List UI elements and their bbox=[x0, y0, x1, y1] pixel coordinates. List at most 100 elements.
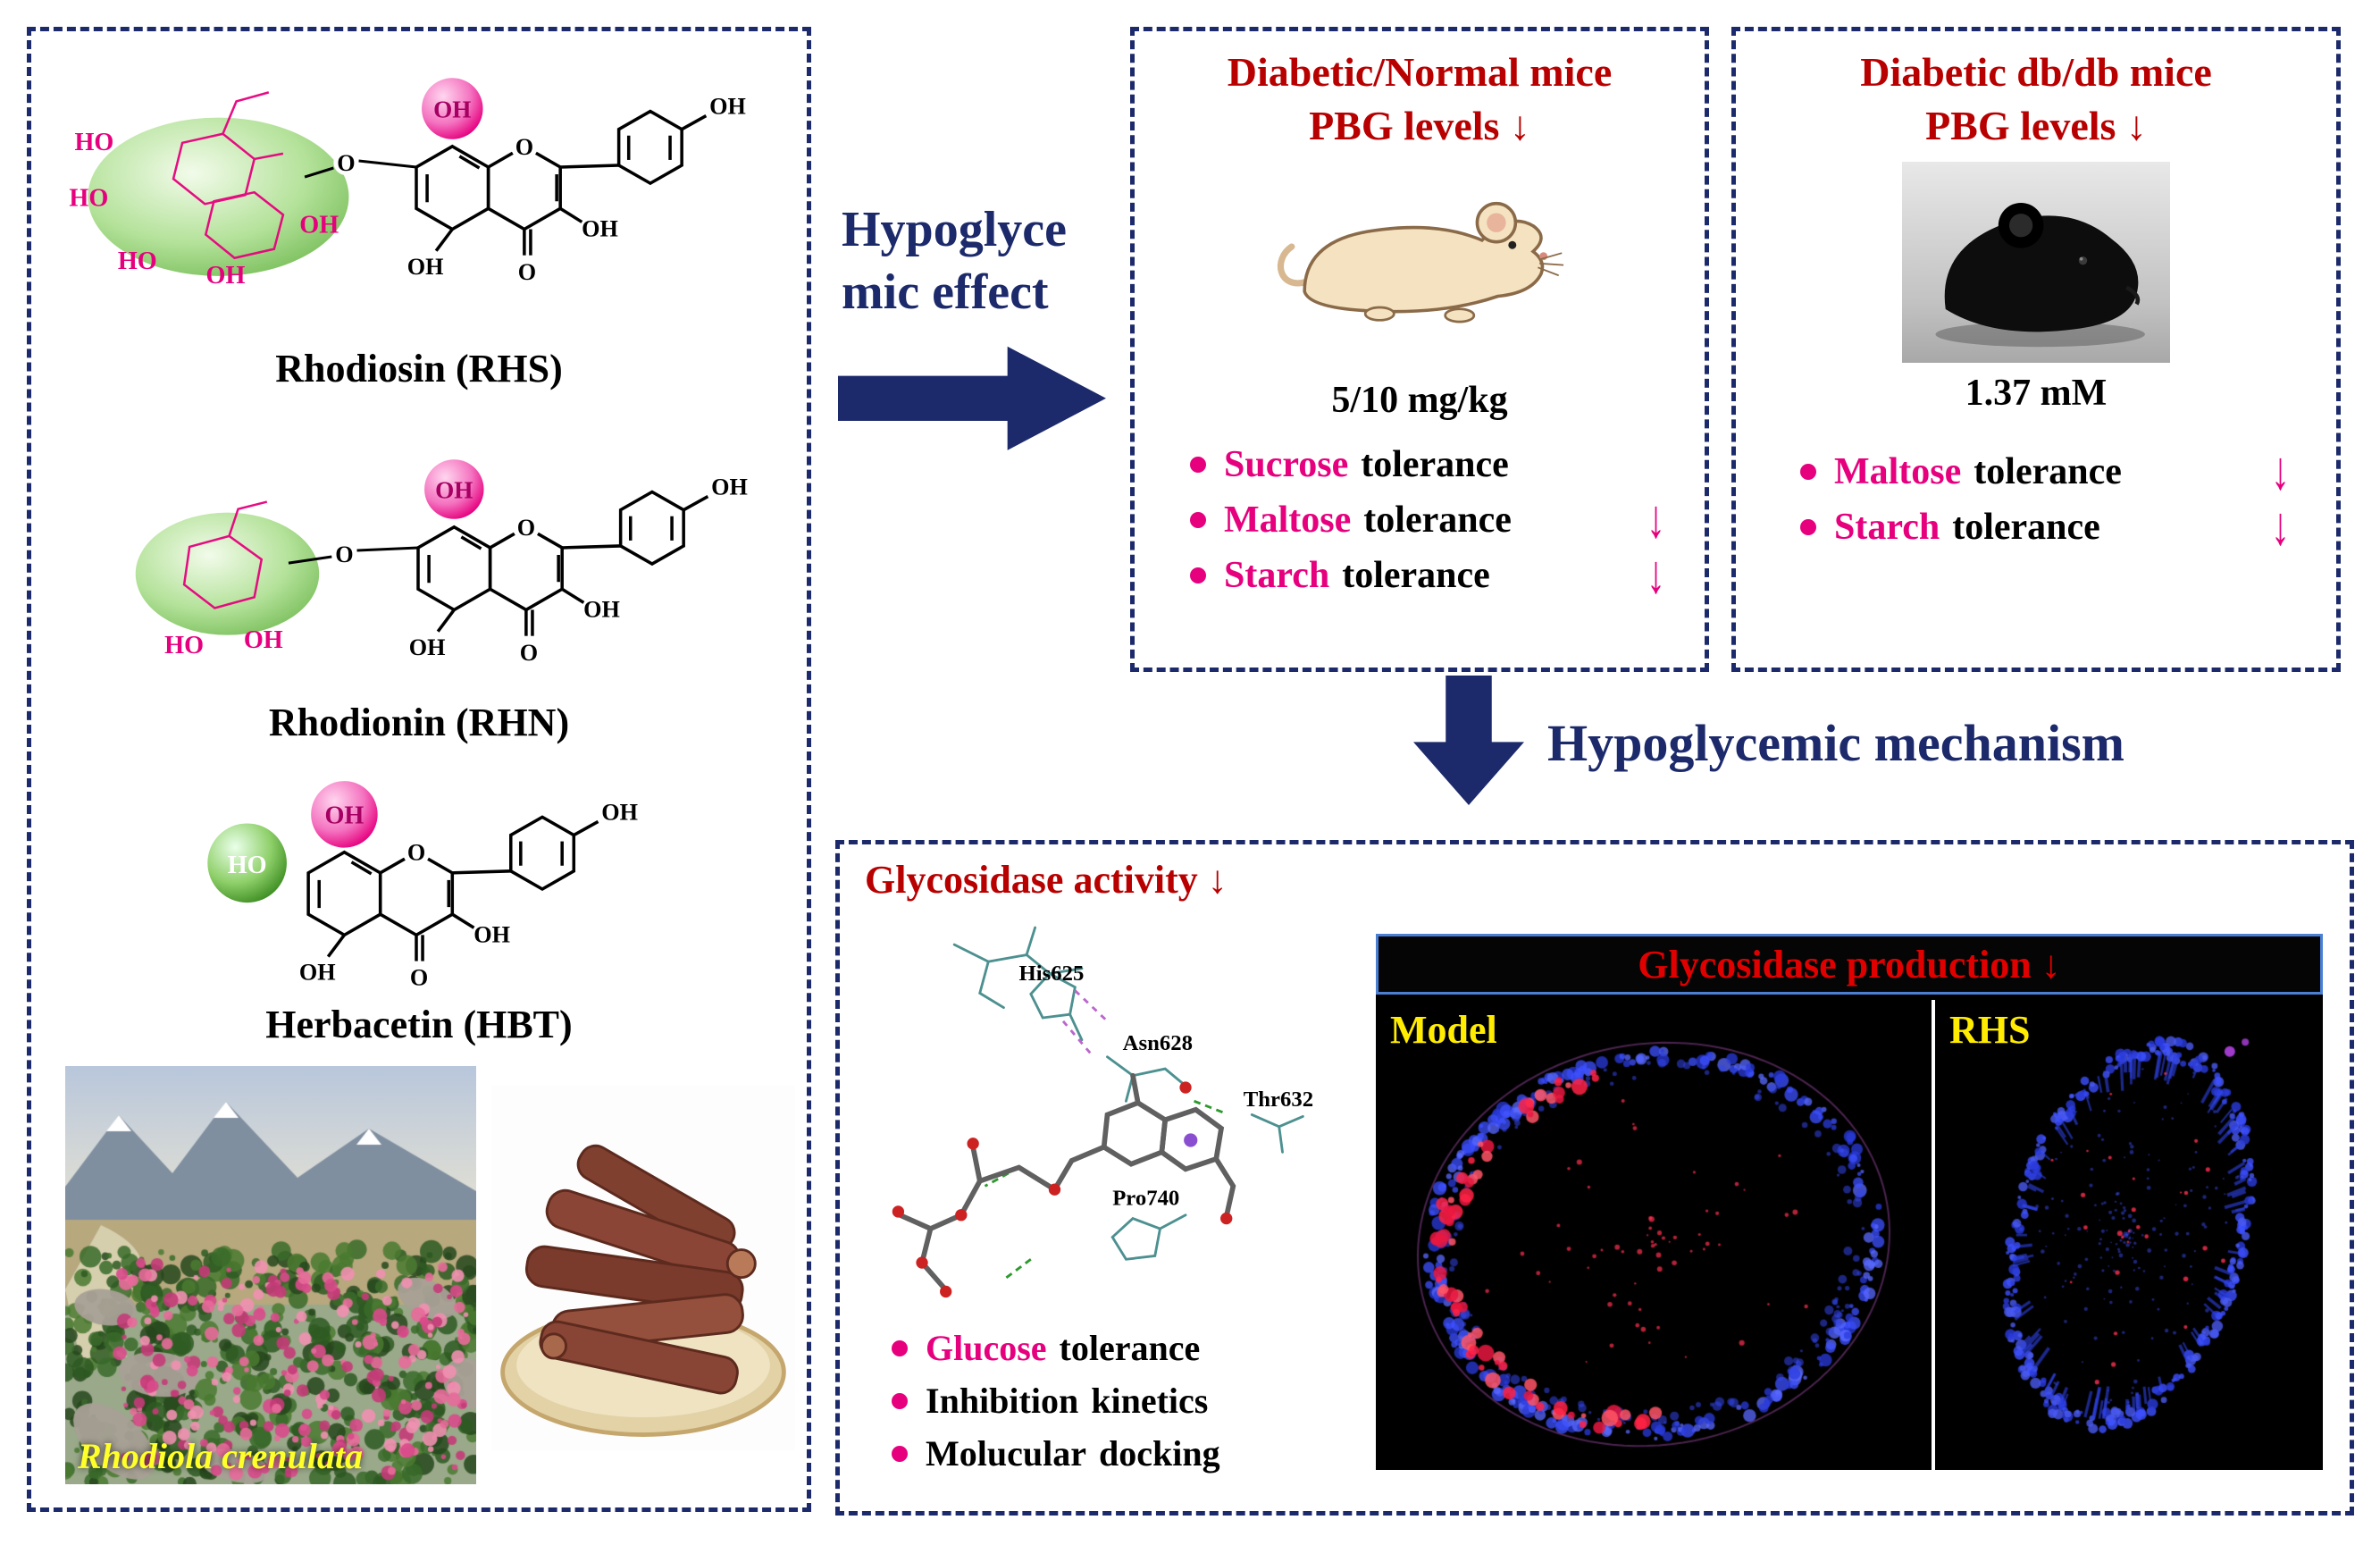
mechanism-item: Inhibition kinetics bbox=[892, 1380, 1220, 1422]
micrograph-divider bbox=[1932, 1000, 1935, 1470]
mechanism-item: Glucose tolerance bbox=[892, 1327, 1220, 1369]
dose-text: 5/10 mg/kg bbox=[1331, 379, 1508, 421]
ho-highlight-sphere bbox=[207, 823, 287, 903]
tolerance-item: Sucrose tolerance bbox=[1190, 443, 1665, 486]
rhodiola-plant-photo: Rhodiola crenulata bbox=[65, 1066, 476, 1484]
tolerance-rest: tolerance bbox=[1974, 450, 2122, 492]
c8-oh-label: OH bbox=[324, 802, 364, 829]
mechanism-bullet-list: Glucose tolerance Inhibition kinetics Mo… bbox=[892, 1327, 1220, 1485]
diabetic-normal-mice-panel: Diabetic/Normal mice PBG levels ↓ 5/10 m… bbox=[1130, 27, 1709, 672]
bullet-dot bbox=[892, 1339, 908, 1356]
rhodionin-structure: HO OH O OH bbox=[135, 459, 750, 668]
panel-title: Diabetic/Normal mice PBG levels ↓ bbox=[1135, 46, 1705, 153]
plant-photo-image bbox=[65, 1066, 476, 1484]
down-arrow-glyph: ↓ bbox=[2271, 441, 2290, 501]
tolerance-keyword: Starch bbox=[1834, 506, 1940, 548]
disaccharide-highlight bbox=[88, 117, 349, 276]
c8-oh-label: OH bbox=[433, 97, 471, 123]
glycosidase-activity-title: Glycosidase activity ↓ bbox=[865, 858, 1228, 902]
bullet-dot bbox=[892, 1445, 908, 1462]
panel-title-line2: PBG levels ↓ bbox=[1925, 102, 2147, 148]
herbacetin-structure: HO OH bbox=[207, 781, 640, 993]
bullet-dot bbox=[1190, 511, 1206, 528]
tolerance-keyword: Starch bbox=[1224, 554, 1330, 596]
micrograph-label-model: Model bbox=[1390, 1008, 1497, 1052]
black-mouse-photo bbox=[1902, 161, 2170, 363]
down-arrow bbox=[1413, 676, 1524, 805]
oh-highlight-sphere bbox=[422, 78, 483, 139]
hypoglycemic-mechanism-label: Hypoglycemic mechanism bbox=[1547, 714, 2124, 772]
sugar-oh-label: HO bbox=[69, 184, 108, 212]
tolerance-rest: tolerance bbox=[1952, 506, 2100, 548]
mechanism-rest: tolerance bbox=[1059, 1328, 1201, 1368]
roots-on-plate-image bbox=[491, 1086, 795, 1450]
residue-label-his625: His625 bbox=[1019, 961, 1085, 986]
sugar-oh-label: OH bbox=[206, 262, 246, 290]
bullet-dot bbox=[1190, 456, 1206, 473]
residue-label-thr632: Thr632 bbox=[1244, 1087, 1313, 1112]
glycosidase-production-title: Glycosidase production ↓ bbox=[1376, 934, 2323, 995]
panel-title-line1: Diabetic/Normal mice bbox=[1227, 49, 1613, 95]
bullet-dot bbox=[892, 1392, 908, 1409]
tolerance-item: Maltose tolerance ↓ bbox=[1800, 441, 2290, 501]
tolerance-item: Maltose tolerance ↓ bbox=[1190, 490, 1665, 550]
glycosidic-o-label: O bbox=[335, 542, 353, 567]
dose-text: 1.37 mM bbox=[1965, 372, 2108, 414]
rhodiosin-structure: HO HO HO OH OH O OH bbox=[69, 78, 748, 290]
molecular-docking-figure: His625 Asn628 Thr632 Pro740 bbox=[892, 926, 1313, 1298]
down-arrow-glyph: ↓ bbox=[1647, 545, 1665, 605]
tolerance-rest: tolerance bbox=[1342, 554, 1490, 596]
sugar-oh-label: OH bbox=[244, 626, 283, 654]
right-arrow bbox=[838, 346, 1106, 450]
compound-name-rhodionin: Rhodionin (RHN) bbox=[268, 701, 570, 744]
dried-roots-photo bbox=[491, 1086, 795, 1461]
tolerance-item: Starch tolerance ↓ bbox=[1800, 497, 2290, 557]
mechanism-keyword: Glucose bbox=[926, 1328, 1047, 1368]
bullet-dot bbox=[1190, 567, 1206, 584]
sugar-oh-label: HO bbox=[74, 129, 113, 156]
plant-species-label: Rhodiola crenulata bbox=[78, 1436, 363, 1476]
tolerance-list: Maltose tolerance ↓ Starch tolerance ↓ bbox=[1800, 441, 2290, 557]
micrograph-label-rhs: RHS bbox=[1949, 1008, 2031, 1052]
diabetic-dbdb-mice-panel: Diabetic db/db mice PBG levels ↓ 1.37 mM… bbox=[1731, 27, 2341, 672]
tolerance-rest: tolerance bbox=[1361, 443, 1509, 485]
bullet-dot bbox=[1800, 463, 1816, 480]
panel-title-line2: PBG levels ↓ bbox=[1309, 102, 1530, 148]
panel-title-line1: Diabetic db/db mice bbox=[1860, 49, 2212, 95]
model-fluorescence-image bbox=[1376, 1000, 1932, 1470]
sugar-oh-label: OH bbox=[299, 212, 339, 239]
micrograph-model: Model bbox=[1376, 1000, 1932, 1470]
glycosidic-o-label: O bbox=[337, 150, 355, 176]
tolerance-keyword: Maltose bbox=[1224, 499, 1352, 541]
oh-highlight-sphere bbox=[311, 781, 378, 848]
oh-highlight-sphere bbox=[424, 459, 484, 519]
c8-oh-label: OH bbox=[435, 477, 473, 504]
tolerance-item: Starch tolerance ↓ bbox=[1190, 545, 1665, 605]
mechanism-rest: docking bbox=[1098, 1433, 1220, 1474]
tolerance-rest: tolerance bbox=[1363, 499, 1512, 541]
residue-label-asn628: Asn628 bbox=[1123, 1031, 1193, 1055]
compounds-panel: HO HO HO OH OH O OH Rhodiosin (RHS) HO bbox=[27, 27, 811, 1512]
micrograph-rhs: RHS bbox=[1935, 1000, 2323, 1470]
mechanism-keyword: Inhibition bbox=[926, 1381, 1079, 1421]
panel-title: Diabetic db/db mice PBG levels ↓ bbox=[1736, 46, 2336, 153]
rhamnose-highlight bbox=[135, 512, 320, 635]
c7-ho-label: HO bbox=[228, 852, 267, 879]
residue-label-pro740: Pro740 bbox=[1112, 1186, 1179, 1210]
compound-name-rhodiosin: Rhodiosin (RHS) bbox=[275, 347, 563, 390]
micrographs: Model RHS bbox=[1376, 1000, 2323, 1470]
mechanism-item: Molucular docking bbox=[892, 1432, 1220, 1474]
tolerance-list: Sucrose tolerance Maltose tolerance ↓ St… bbox=[1190, 443, 1665, 605]
glycosidase-production-box: Glycosidase production ↓ Model RHS bbox=[1376, 934, 2323, 1470]
hypoglycemic-effect-label: Hypoglyce mic effect bbox=[842, 198, 1067, 323]
tolerance-keyword: Sucrose bbox=[1224, 443, 1349, 485]
cartoon-mouse-image bbox=[1277, 201, 1564, 323]
rhs-fluorescence-image bbox=[1935, 1000, 2323, 1470]
down-arrow-glyph: ↓ bbox=[1647, 490, 1665, 550]
effect-label-line1: Hypoglyce bbox=[842, 202, 1067, 257]
effect-label-line2: mic effect bbox=[842, 264, 1049, 320]
mechanism-rest: kinetics bbox=[1091, 1381, 1209, 1421]
mechanism-panel: Glycosidase activity ↓ bbox=[835, 840, 2354, 1516]
sugar-oh-label: HO bbox=[164, 632, 204, 659]
